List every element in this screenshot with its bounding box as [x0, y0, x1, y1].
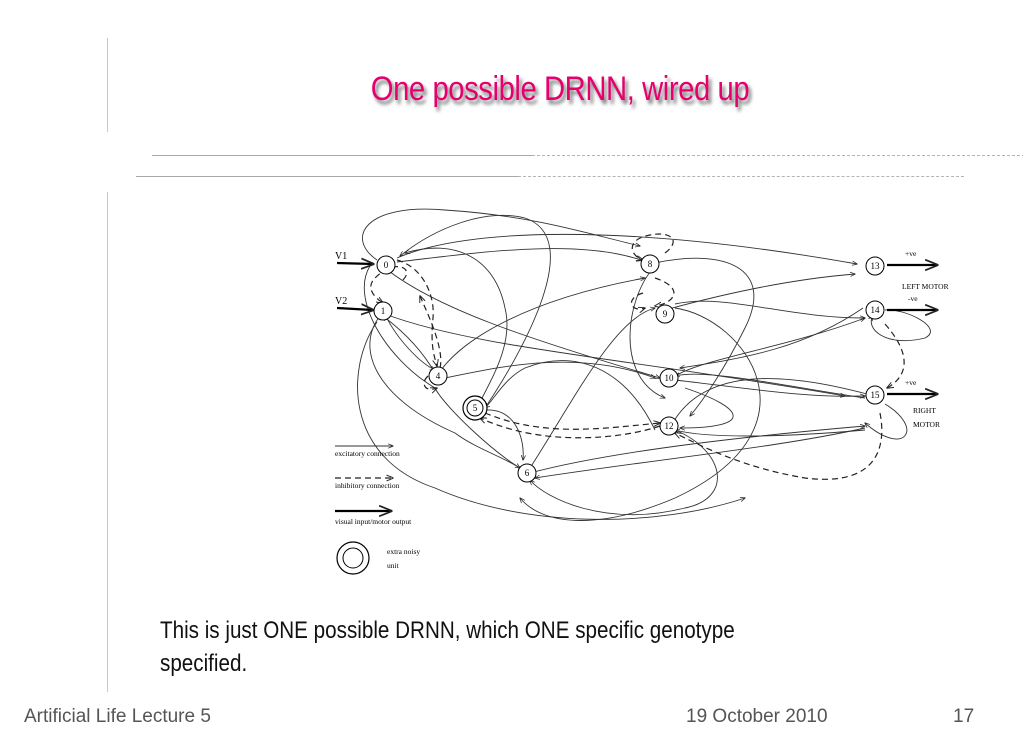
node-5: 5 — [462, 395, 488, 421]
svg-text:10: 10 — [665, 373, 675, 383]
svg-text:6: 6 — [525, 468, 530, 478]
svg-text:5: 5 — [473, 403, 478, 413]
node-12: 12 — [659, 416, 679, 436]
footer-course-title: Artificial Life Lecture 5 — [24, 706, 211, 727]
left-accent-line-bottom — [107, 192, 108, 692]
excitatory-connections — [357, 208, 931, 521]
slide-title: One possible DRNN, wired up — [370, 70, 750, 108]
output-sign-right-pos: +ve — [905, 378, 917, 387]
footer-page-number: 17 — [953, 706, 975, 727]
left-motor-label: LEFT MOTOR — [902, 282, 949, 291]
neuron-nodes: 0 1 4 5 6 8 9 10 12 13 14 15 — [373, 254, 885, 483]
output-sign-left-neg: -ve — [908, 294, 918, 303]
legend-visual: visual input/motor output — [335, 517, 412, 526]
svg-text:13: 13 — [871, 261, 881, 271]
legend-inhibitory: inhibitory connection — [335, 481, 400, 490]
visual-input-motor-arrows — [336, 263, 937, 394]
node-15: 15 — [865, 385, 885, 405]
legend-excitatory: excitatory connection — [335, 449, 400, 458]
node-4: 4 — [428, 366, 448, 386]
svg-text:14: 14 — [871, 305, 881, 315]
svg-text:15: 15 — [871, 390, 881, 400]
legend: excitatory connection inhibitory connect… — [335, 446, 420, 575]
svg-text:9: 9 — [663, 309, 668, 319]
input-labels: V1 V2 — [335, 251, 347, 307]
left-accent-line-top — [107, 38, 108, 132]
right-motor-label-line1: RIGHT — [913, 406, 936, 415]
svg-text:4: 4 — [436, 371, 441, 381]
node-10: 10 — [659, 368, 679, 388]
footer-date: 19 October 2010 — [686, 706, 828, 727]
node-8: 8 — [640, 254, 660, 274]
output-labels: +ve LEFT MOTOR -ve +ve RIGHT MOTOR — [902, 249, 949, 429]
node-14: 14 — [865, 300, 885, 320]
node-0: 0 — [376, 255, 396, 275]
legend-noisy-line1: extra noisy — [387, 547, 420, 556]
svg-text:1: 1 — [381, 306, 386, 316]
node-1: 1 — [373, 301, 393, 321]
input-label-v2: V2 — [335, 296, 347, 307]
drnn-network-diagram: 0 1 4 5 6 8 9 10 12 13 14 15 V1 V2 +ve L… — [335, 208, 949, 575]
node-9: 9 — [655, 304, 675, 324]
node-13: 13 — [865, 256, 885, 276]
svg-text:12: 12 — [665, 421, 674, 431]
node-6: 6 — [517, 463, 537, 483]
right-motor-label-line2: MOTOR — [913, 420, 940, 429]
slide-caption: This is just ONE possible DRNN, which ON… — [160, 617, 735, 677]
svg-text:8: 8 — [648, 259, 653, 269]
output-sign-left-pos: +ve — [905, 249, 917, 258]
svg-text:0: 0 — [384, 260, 389, 270]
inhibitory-connections — [370, 233, 905, 480]
legend-noisy-line2: unit — [387, 561, 400, 570]
input-label-v1: V1 — [335, 251, 347, 262]
